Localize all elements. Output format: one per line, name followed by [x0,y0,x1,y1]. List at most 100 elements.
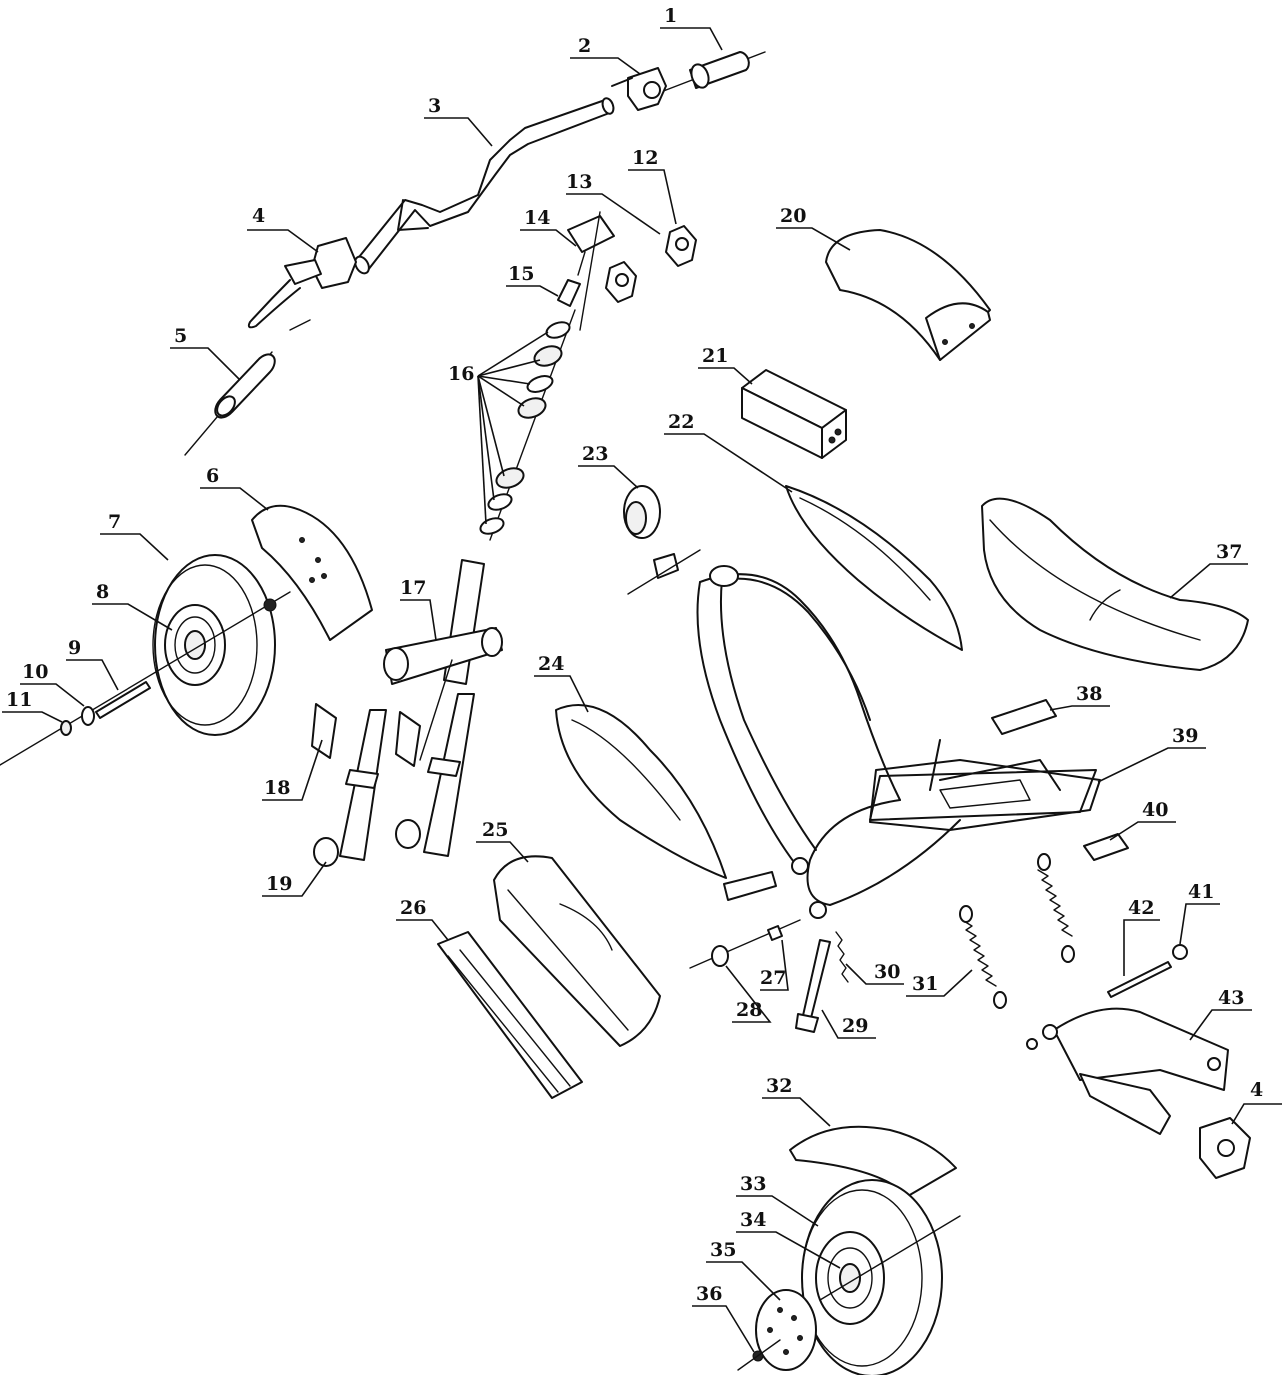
part-fork-bracket-left [311,703,337,759]
callout-18: 18 [264,777,290,799]
callout-34: 34 [740,1209,766,1231]
leader-11 [2,711,63,723]
part-side-panel-right [785,485,963,651]
callout-22: 22 [668,411,694,433]
callout-28: 28 [736,999,762,1021]
leader-43 [1189,1009,1252,1041]
part-kickstand-assembly [689,871,849,1033]
leader-7 [100,533,169,561]
callout-4-rear: 4 [1250,1079,1263,1101]
leader-42 [1123,919,1160,976]
leader-lines [2,27,1282,1353]
leader-16e [477,375,505,477]
part-shock-absorber-left [959,905,1007,1009]
callout-15: 15 [508,263,534,285]
leader-23 [578,465,639,489]
leader-35 [706,1261,781,1301]
leader-34 [736,1231,841,1269]
leader-9 [66,659,119,691]
callout-26: 26 [400,897,426,919]
part-bar-clamp-upper [665,225,697,267]
leader-31 [906,969,973,997]
part-top-plate [567,211,615,331]
part-bar-clamp-lower [605,261,637,303]
callout-30: 30 [874,961,900,983]
part-rear-cover [825,229,991,361]
leader-38 [1049,705,1110,711]
callout-1: 1 [664,5,677,27]
leader-36 [692,1305,755,1353]
leader-19 [262,861,327,897]
callout-23: 23 [582,443,608,465]
leader-30 [845,963,904,985]
callout-16: 16 [448,363,474,385]
callout-12: 12 [632,147,658,169]
part-triple-clamp [383,559,503,761]
part-side-panel-left [555,704,727,879]
callout-29: 29 [842,1015,868,1037]
part-handlebar [354,97,615,275]
callout-17: 17 [400,577,426,599]
part-battery [493,855,661,1047]
leader-16b [477,359,541,377]
leader-16c [477,375,531,385]
leader-20 [776,227,851,251]
part-left-grip [184,351,276,456]
leader-4a [247,229,319,253]
callout-24: 24 [538,653,564,675]
leader-16f [477,375,495,501]
callout-38: 38 [1076,683,1102,705]
callout-21: 21 [702,345,728,367]
leader-12 [628,169,677,225]
part-footrest [991,699,1057,735]
callout-8: 8 [96,581,109,603]
leader-25 [476,841,529,863]
callout-32: 32 [766,1075,792,1097]
part-main-frame [696,565,1097,919]
part-front-fender [251,504,373,641]
leader-26 [396,919,449,941]
leader-27 [760,939,789,991]
part-stem-nut [557,279,581,307]
callout-27: 27 [760,967,786,989]
part-rear-rack [869,759,1101,831]
callout-5: 5 [174,325,187,347]
leader-29 [821,1009,876,1039]
callout-36: 36 [696,1283,722,1305]
callout-33: 33 [740,1173,766,1195]
leader-39 [1097,747,1206,783]
leader-10 [20,683,85,707]
part-bearing-set [479,309,576,541]
leader-1 [660,27,723,51]
leader-40 [1109,821,1176,841]
part-light-bracket [623,485,701,595]
part-rear-wheel [801,1179,961,1375]
callout-20: 20 [780,205,806,227]
leader-22 [664,433,793,493]
part-swingarm [1026,1007,1229,1135]
part-brake-disc [755,1289,817,1371]
callout-labels: 1 2 3 4 4 5 6 7 8 9 10 11 12 13 14 15 16… [6,5,1263,1305]
part-right-grip [639,51,766,101]
part-shock-absorber-right [1037,853,1075,963]
leader-2 [570,57,641,75]
leader-13 [566,193,661,235]
callout-11: 11 [6,689,32,711]
leader-32 [762,1097,831,1127]
callout-6: 6 [206,465,219,487]
leader-15 [506,285,559,297]
callout-43: 43 [1218,987,1244,1009]
part-disc-bolt [737,1339,781,1371]
leader-21 [698,367,753,385]
part-fork-bracket-right [395,711,421,767]
leader-8 [92,603,173,631]
leader-28 [725,965,772,1023]
part-brake-lever-front [247,237,357,331]
leader-5 [170,347,241,381]
callout-14: 14 [524,207,550,229]
leader-16d [477,375,525,407]
callout-13: 13 [566,171,592,193]
callout-35: 35 [710,1239,736,1261]
part-battery-tray [437,931,583,1099]
